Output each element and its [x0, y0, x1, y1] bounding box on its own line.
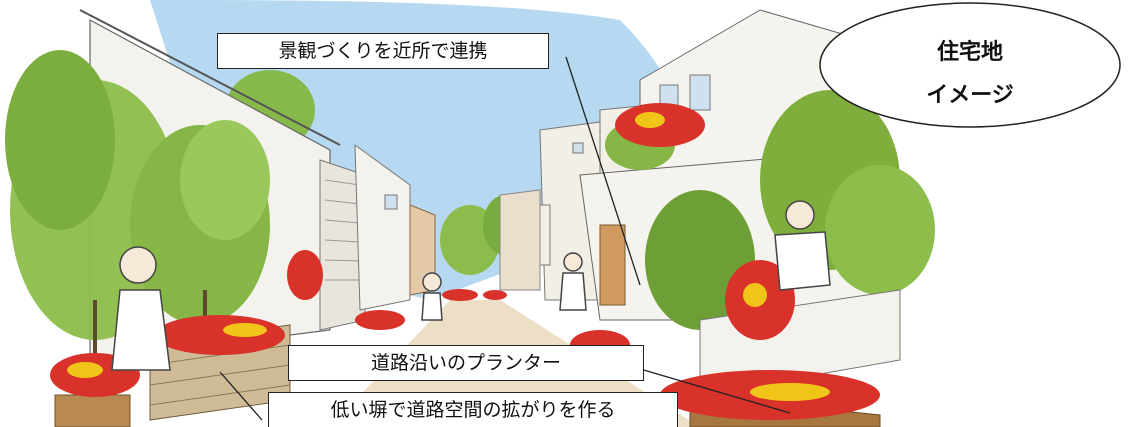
image-label-bubble [819, 2, 1121, 128]
people-figures [111, 200, 831, 371]
bubble-title-line2: イメージ [926, 83, 1014, 108]
callout-low-fence: 低い塀で道路空間の拡がりを作る [268, 392, 678, 427]
callout-roadside-planters: 道路沿いのプランター [288, 345, 644, 381]
bubble-title-line1: 住宅地 [936, 40, 1003, 65]
callout-landscape-cooperation: 景観づくりを近所で連携 [217, 33, 549, 69]
leader-lines [219, 56, 791, 421]
